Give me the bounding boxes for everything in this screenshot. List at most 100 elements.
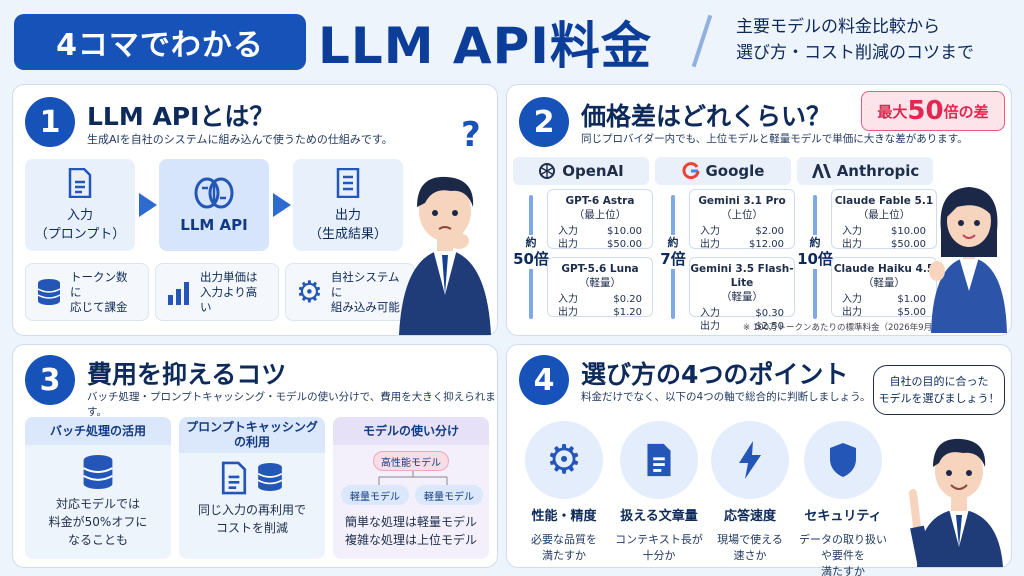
top-model-name: Gemini 3.1 Pro xyxy=(698,195,786,207)
page-title: LLM API料金 xyxy=(318,17,652,75)
top-input-price-row: 入力$10.00 xyxy=(548,225,652,238)
flow-input-box: 入力 （プロンプト） xyxy=(25,159,135,251)
flow-llm-api-box: LLM API xyxy=(159,159,269,251)
pointing-businessman-illustration xyxy=(909,438,1003,567)
point-4-line-3: 満たすか xyxy=(821,565,865,576)
top-input-price-row: 入力$2.00 xyxy=(690,225,794,238)
low-model-name: Claude Haiku 4.5 xyxy=(833,263,935,275)
tip-model-body: 簡単な処理は軽量モデル 複雑な処理は上位モデル xyxy=(333,513,489,549)
price-ratio: 約 7倍 xyxy=(655,235,691,269)
panel-selection-points: 4 選び方の4つのポイント 料金だけでなく、以下の4つの軸で総合的に判断しましょ… xyxy=(506,344,1012,576)
point-1-line-1: 必要な品質を xyxy=(531,533,597,546)
top-model-tier: （最上位） xyxy=(857,209,911,221)
tip-model-line-1: 簡単な処理は軽量モデル xyxy=(344,515,477,529)
panel-what-is-llm-api: 1 LLM APIとは？ 生成AIを自社のシステムに組み込んで使うための仕組みで… xyxy=(12,84,498,336)
panel-4-title: 選び方の4つのポイント xyxy=(581,360,849,389)
badge-number: 50 xyxy=(907,96,944,126)
price-ratio: 約 10倍 xyxy=(797,235,833,269)
top-output-price: $12.00 xyxy=(749,239,784,250)
output-label: 出力 xyxy=(842,239,862,250)
light-model-pill-1: 軽量モデル xyxy=(341,485,409,505)
lightning-icon xyxy=(739,441,761,479)
point-security-desc: データの取り扱いや要件を満たすか xyxy=(793,532,893,576)
document-icon xyxy=(221,461,247,495)
point-response-speed: 応答速度 現場で使える速さか xyxy=(705,421,795,564)
gear-icon: ⚙ xyxy=(296,274,323,310)
tip-model-title: モデルの使い分け xyxy=(362,423,459,438)
model-split-lines xyxy=(378,471,448,485)
output-label: 出力 xyxy=(842,307,862,318)
feature-3-line-1: 自社システムに xyxy=(330,269,400,299)
light-model-pill-2: 軽量モデル xyxy=(415,485,483,505)
feature-output-price: 出力単価は入力より高い xyxy=(155,263,279,321)
flow-output-sub: （生成結果） xyxy=(308,227,387,242)
top-output-price: $50.00 xyxy=(891,239,926,250)
low-model-card: Claude Haiku 4.5 （軽量） 入力$1.00 出力$5.00 xyxy=(831,257,937,319)
low-output-price-row: 出力 $5.00 xyxy=(832,306,936,319)
max-difference-badge: 最大 50 倍の差 xyxy=(861,91,1005,131)
input-label: 入力 xyxy=(700,308,720,319)
low-output-price-row: 出力$1.20 xyxy=(548,306,652,319)
ratio-prefix: 約 xyxy=(667,236,679,249)
point-context-circle xyxy=(620,421,698,499)
panel-1-title: LLM APIとは？ xyxy=(87,102,275,131)
ratio-prefix: 約 xyxy=(809,236,821,249)
price-ratio: 約 50倍 xyxy=(513,235,549,269)
vendor-header-google: Google xyxy=(655,157,791,185)
panel-3-desc: バッチ処理・プロンプトキャッシング・モデルの使い分けで、費用を大きく抑えられます… xyxy=(87,391,496,418)
bubble-line-2: モデルを選びましょう！ xyxy=(878,392,1000,405)
point-context-title: 扱える文章量 xyxy=(620,509,698,524)
top-model-name: Claude Fable 5.1 xyxy=(834,195,934,207)
tip-batch-body: 対応モデルでは 料金が50%オフに なることも xyxy=(25,495,171,549)
vendor-name: Anthropic xyxy=(836,162,920,180)
tip-prompt-caching: プロンプトキャッシング の利用 同じ入力の再利用で コストを削減 xyxy=(179,417,325,559)
page-subtitle: 主要モデルの料金比較から 選び方・コスト削減のコツまで xyxy=(736,14,974,66)
panel-3-number: 3 xyxy=(25,355,75,405)
openai-logo-icon xyxy=(539,163,556,179)
database-icon xyxy=(36,278,62,306)
feature-2-line-1: 出力単価は xyxy=(200,269,258,284)
panel-1-desc: 生成AIを自社のシステムに組み込んで使うための仕組みです。 xyxy=(87,133,393,146)
panel-4-number: 4 xyxy=(519,355,569,405)
feature-1-line-2: 応じて課金 xyxy=(70,299,128,314)
feature-2-line-2: 入力より高い xyxy=(200,284,258,314)
point-security-title: セキュリティ xyxy=(804,509,882,524)
point-3-line-1: 現場で使える xyxy=(717,533,783,546)
tip-caching-title-1: プロンプトキャッシング xyxy=(186,420,318,434)
advice-speech-bubble: 自社の目的に合った モデルを選びましょう！ xyxy=(873,365,1005,415)
tip-caching-title-2: の利用 xyxy=(233,435,270,449)
input-label: 入力 xyxy=(842,226,862,237)
title-divider xyxy=(691,14,713,68)
top-input-price: $10.00 xyxy=(607,226,642,237)
tip-batch-header: バッチ処理の活用 xyxy=(25,417,171,445)
subtitle-line-1: 主要モデルの料金比較から xyxy=(736,17,940,37)
feature-integration: ⚙ 自社システムに組み込み可能 xyxy=(285,263,415,321)
low-model-card: GPT-5.6 Luna （軽量） 入力$0.20 出力$1.20 xyxy=(547,257,653,319)
ratio-value: 7倍 xyxy=(660,250,686,268)
point-4-line-1: データの取り扱い xyxy=(799,533,887,546)
tip-batch-line-3: なることも xyxy=(67,533,128,547)
low-output-price: $2.50 xyxy=(755,321,784,332)
badge-suffix: 倍の差 xyxy=(943,102,989,121)
panel-2-desc: 同じプロバイダー内でも、上位モデルと軽量モデルで単価に大きな差があります。 xyxy=(581,133,968,145)
flow-arrow-1 xyxy=(139,193,157,217)
flow-input-label: 入力 xyxy=(66,208,93,223)
tip-batch-title: バッチ処理の活用 xyxy=(49,423,146,438)
point-speed-circle xyxy=(711,421,789,499)
tip-caching-body: 同じ入力の再利用で コストを削減 xyxy=(179,501,325,537)
brain-icon xyxy=(194,177,234,209)
point-context-desc: コンテキスト長が十分か xyxy=(607,532,711,564)
document-icon xyxy=(68,168,92,198)
tip-caching-line-1: 同じ入力の再利用で xyxy=(197,503,306,517)
subtitle-line-2: 選び方・コスト削減のコツまで xyxy=(736,43,974,63)
top-model-card: Gemini 3.1 Pro （上位） 入力$2.00 出力$12.00 xyxy=(689,189,795,251)
vendor-name: OpenAI xyxy=(562,162,624,180)
low-output-price-row: 出力$2.50 xyxy=(690,320,794,333)
document-icon xyxy=(647,443,671,477)
pricing-note: ※ 100万トークンあたりの標準料金（2026年9月時点・米ドル） xyxy=(743,323,992,333)
low-output-price: $5.00 xyxy=(897,307,926,318)
top-output-price-row: 出力$12.00 xyxy=(690,238,794,251)
flow-arrow-2 xyxy=(273,193,291,217)
vendor-name: Google xyxy=(705,162,765,180)
tip-caching-line-2: コストを削減 xyxy=(215,521,288,535)
